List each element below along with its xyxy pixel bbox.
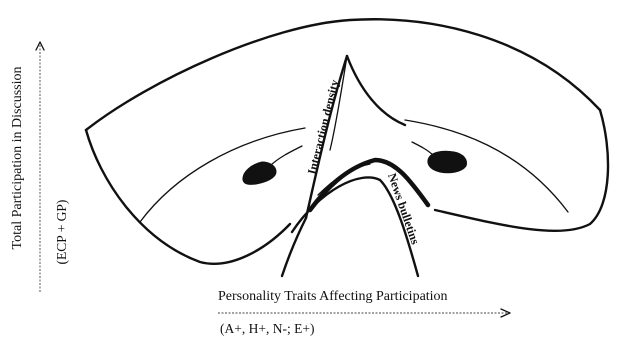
left-contour-line <box>139 127 306 223</box>
x-axis-sublabel: (A+, H+, N-; E+) <box>220 321 314 336</box>
surface-right-edge <box>433 108 610 233</box>
x-axis: Personality Traits Affecting Participati… <box>218 289 511 336</box>
y-axis-label: Total Participation in Discussion <box>10 67 25 250</box>
fold-ridge-left <box>304 54 349 220</box>
cusp-fold-heavy <box>307 157 431 213</box>
interaction-density-label: Interaction density <box>305 78 342 176</box>
surface-top-edge <box>84 18 602 132</box>
fold-ridge-base-left <box>280 216 308 278</box>
y-axis-arrowhead <box>35 41 45 51</box>
behaviour-surface <box>84 18 610 278</box>
fold-ridge-right <box>345 54 407 127</box>
left-attractor-blob <box>242 161 277 185</box>
surface-left-edge <box>84 128 292 265</box>
y-axis: Total Participation in Discussion (ECP +… <box>10 41 69 292</box>
right-contour-line <box>404 119 569 213</box>
left-attractor-tail <box>269 145 303 167</box>
fold-ridge-thin <box>329 55 348 151</box>
y-axis-sublabel: (ECP + GP) <box>54 200 69 265</box>
cusp-sheet-line <box>317 163 371 196</box>
x-axis-label: Personality Traits Affecting Participati… <box>218 289 448 304</box>
right-attractor-tail <box>411 141 435 157</box>
cusp-lower-arc <box>290 176 420 278</box>
right-attractor-blob <box>427 150 467 174</box>
x-axis-arrowhead <box>500 308 511 318</box>
news-bulletins-label: News bulletins <box>385 171 423 246</box>
